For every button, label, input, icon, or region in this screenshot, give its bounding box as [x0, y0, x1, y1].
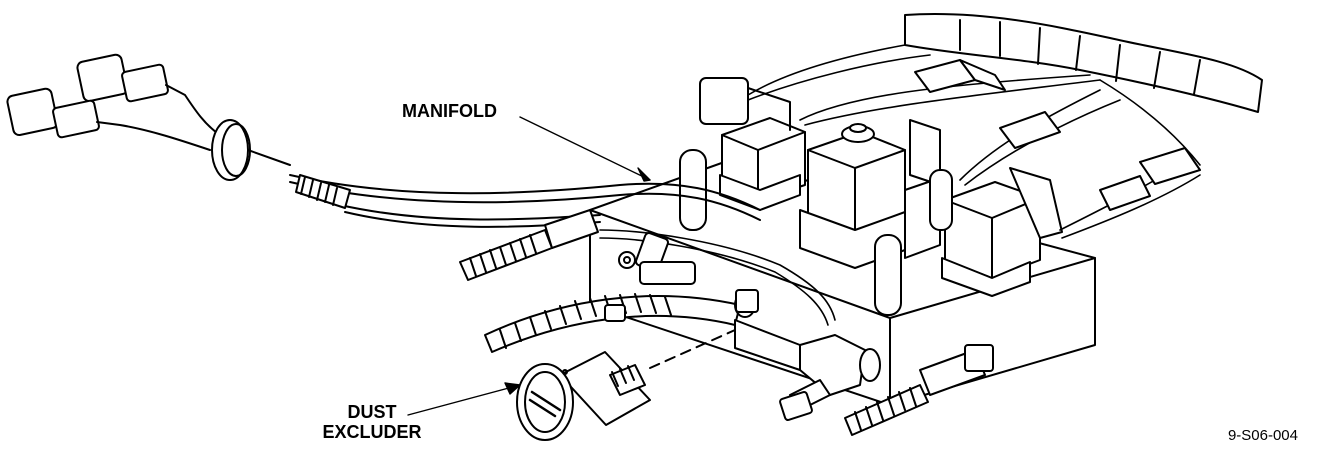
corrugated-hose-upper — [295, 174, 351, 209]
corrugated-hose-right — [844, 344, 994, 436]
solenoid-3 — [941, 167, 1063, 297]
dust-excluder-leader — [407, 384, 521, 416]
solenoid-valves — [679, 77, 1063, 316]
left-cable-assembly — [6, 53, 761, 228]
tee-fitting — [599, 229, 881, 422]
dust-excluder-callout-line2: EXCLUDER — [322, 422, 422, 442]
electrical-connectors — [914, 59, 1201, 211]
figure-id: 9-S06-004 — [1227, 427, 1298, 444]
manifold-callout: MANIFOLD — [402, 101, 497, 121]
corrugated-hose-left — [459, 209, 599, 281]
assembly-guide-line — [649, 329, 736, 369]
dust-excluder-callout: DUST EXCLUDER — [316, 402, 428, 442]
manifold-leader — [519, 116, 651, 181]
leader-lines — [407, 116, 651, 416]
dust-excluder-callout-line1: DUST — [347, 402, 397, 422]
cable-loom — [904, 13, 1263, 113]
sensor-front — [874, 234, 902, 316]
dust-excluder-cap — [516, 351, 651, 441]
solenoid-1 — [699, 77, 806, 211]
